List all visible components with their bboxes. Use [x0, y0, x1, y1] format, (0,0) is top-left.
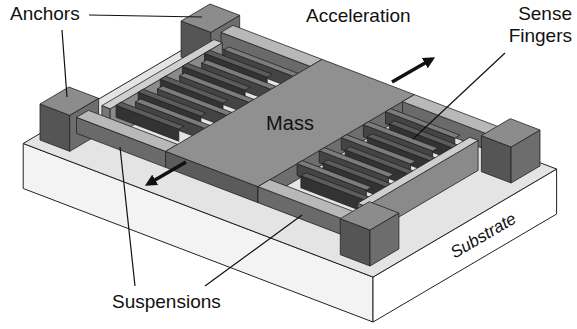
acceleration-arrow: [148, 162, 186, 184]
anchor-tops: [40, 4, 540, 230]
leader-lines: [62, 15, 505, 286]
part-label: Suspensions: [112, 291, 221, 313]
acceleration-arrow: [392, 59, 432, 82]
part-label: Acceleration: [306, 5, 411, 27]
substrate-slab: [23, 35, 556, 322]
part-label: Sense Fingers: [490, 3, 572, 47]
part-label: Anchors: [10, 3, 80, 25]
part-name: Mass: [266, 112, 314, 135]
structure-top-faces: [77, 25, 504, 220]
structure-side-faces: [40, 15, 540, 266]
mass-block: Mass: [263, 111, 317, 136]
